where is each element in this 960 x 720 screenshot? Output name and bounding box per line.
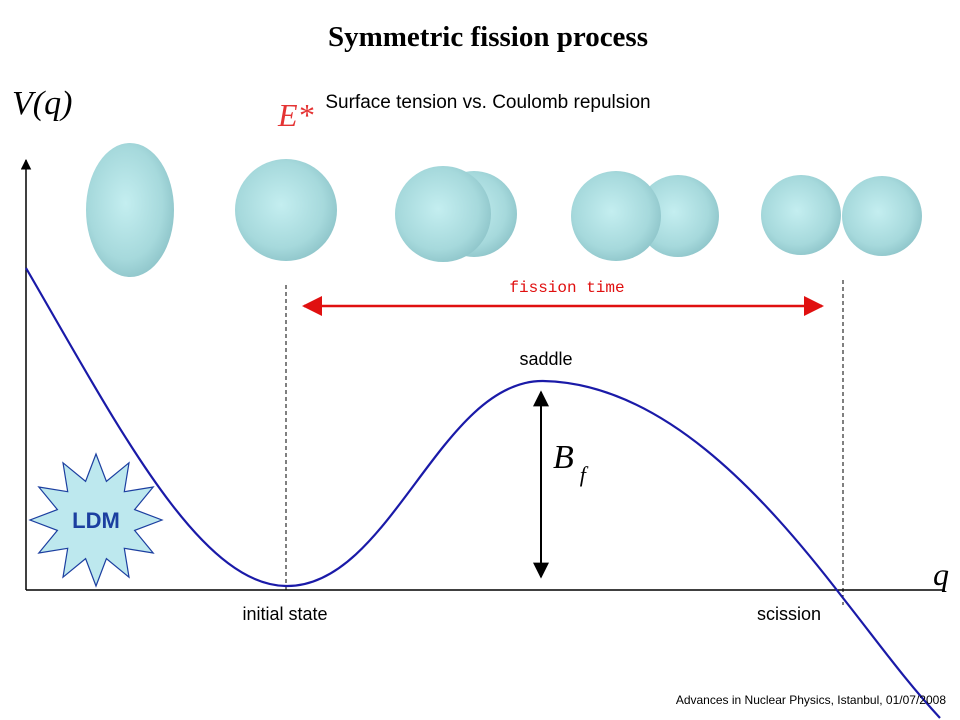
x-axis-label: q [933,556,949,592]
potential-energy-curve [25,267,941,719]
nuclear-shapes [86,143,922,277]
diagram-subtitle: Surface tension vs. Coulomb repulsion [325,92,650,113]
prolate-nucleus [86,143,174,277]
y-axis-label: V(q) [12,85,72,122]
barrier-subscript: f [580,462,589,487]
spherical-nucleus [235,159,337,261]
ldm-badge: LDM [28,452,164,588]
initial-state-label: initial state [242,604,327,624]
fission-time-label: fission time [509,279,624,297]
two-fragments [761,175,922,256]
excitation-energy-label: E* [277,97,314,133]
ldm-label: LDM [72,508,120,533]
slightly-necked-nucleus [395,166,517,262]
fragment-right [842,176,922,256]
scission-label: scission [757,604,821,624]
fragment-left [761,175,841,255]
necked-nucleus [571,171,719,261]
footer-citation: Advances in Nuclear Physics, Istanbul, 0… [676,693,946,707]
diagram-title: Symmetric fission process [328,21,648,53]
saddle-label: saddle [519,349,572,369]
